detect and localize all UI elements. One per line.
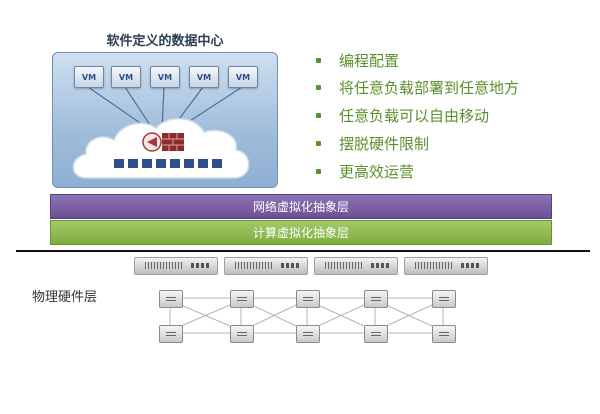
- hardware-layer-label: 物理硬件层: [32, 290, 98, 305]
- network-port-icon: [198, 159, 208, 168]
- bullet-icon: [316, 168, 321, 174]
- server-icon: [314, 257, 398, 275]
- benefit-text: 摆脱硬件限制: [339, 134, 430, 153]
- server-icon: [134, 257, 218, 275]
- benefit-text: 编程配置: [339, 51, 400, 70]
- benefit-item: 将任意负载部署到任意地方: [316, 75, 519, 99]
- benefit-text: 更高效运营: [339, 162, 415, 181]
- bullet-icon: [316, 140, 321, 146]
- network-layer-label: 网络虚拟化抽象层: [252, 200, 349, 214]
- server-icon: [404, 257, 488, 275]
- layer-divider: [16, 250, 590, 252]
- benefit-text: 任意负载可以自由移动: [339, 106, 490, 125]
- benefit-item: 更高效运营: [316, 159, 414, 183]
- vm-icon: VM: [111, 66, 141, 88]
- network-port-icon: [114, 159, 124, 168]
- vm-icon: VM: [150, 66, 180, 88]
- switch-icon: [159, 290, 183, 308]
- network-port-icon: [184, 159, 194, 168]
- sddc-title: 软件定义的数据中心: [106, 34, 224, 49]
- compute-virtualization-layer: 计算虚拟化抽象层: [50, 220, 552, 245]
- cloud-icon: [72, 117, 250, 179]
- network-port-icon: [128, 159, 138, 168]
- vm-icon: VM: [189, 66, 219, 88]
- compute-layer-label: 计算虚拟化抽象层: [252, 226, 349, 240]
- network-port-row: [114, 159, 222, 168]
- benefit-item: 任意负载可以自由移动: [316, 103, 489, 127]
- switch-icon: [364, 290, 388, 308]
- benefit-text: 将任意负载部署到任意地方: [339, 78, 520, 97]
- network-port-icon: [142, 159, 152, 168]
- benefit-item: 摆脱硬件限制: [316, 131, 429, 155]
- vm-icon: VM: [74, 66, 104, 88]
- network-port-icon: [212, 159, 222, 168]
- switch-icon: [432, 325, 456, 343]
- switch-mesh: [169, 297, 444, 334]
- network-port-icon: [156, 159, 166, 168]
- switch-icon: [159, 325, 183, 343]
- bullet-icon: [316, 57, 321, 63]
- network-virtualization-layer: 网络虚拟化抽象层: [50, 194, 552, 219]
- switch-icon: [364, 325, 388, 343]
- bullet-icon: [316, 112, 321, 118]
- bullet-icon: [316, 84, 321, 90]
- network-port-icon: [170, 159, 180, 168]
- switch-icon: [230, 290, 254, 308]
- server-icon: [224, 257, 308, 275]
- switch-icon: [296, 325, 320, 343]
- firewall-icon: [142, 132, 184, 152]
- benefit-item: 编程配置: [316, 48, 399, 72]
- switch-icon: [296, 290, 320, 308]
- switch-icon: [230, 325, 254, 343]
- switch-icon: [432, 290, 456, 308]
- vm-icon: VM: [228, 66, 258, 88]
